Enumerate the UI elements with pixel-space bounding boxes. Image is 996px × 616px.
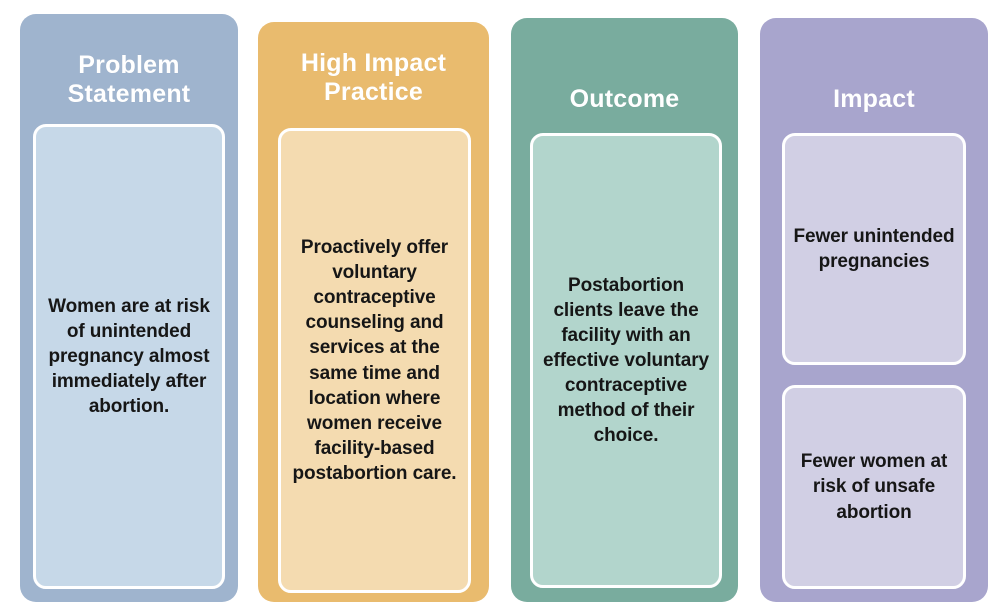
card-text: Fewer women at risk of unsafe abortion xyxy=(800,451,948,523)
card-text: Fewer unintended pregnancies xyxy=(793,225,955,272)
card-impact-1: Fewer unintended pregnancies xyxy=(782,133,966,365)
column-title-problem-statement: Problem Statement xyxy=(67,51,191,108)
column-high-impact-practice: High Impact Practice Proactively offer v… xyxy=(258,22,489,602)
column-impact: Impact Fewer unintended pregnancies Fewe… xyxy=(760,18,988,602)
card-text: Women are at risk of unintended pregnanc… xyxy=(48,295,210,418)
card-text: Proactively offer voluntary contraceptiv… xyxy=(292,237,457,484)
card-problem-statement-1: Women are at risk of unintended pregnanc… xyxy=(33,124,225,589)
column-title-outcome: Outcome xyxy=(569,85,680,113)
column-title-impact: Impact xyxy=(833,85,915,113)
column-outcome: Outcome Postabortion clients leave the f… xyxy=(511,18,738,602)
card-outcome-1: Postabortion clients leave the facility … xyxy=(530,133,722,588)
card-high-impact-practice-1: Proactively offer voluntary contraceptiv… xyxy=(278,128,471,593)
column-problem-statement: Problem Statement Women are at risk of u… xyxy=(20,14,238,602)
card-text: Postabortion clients leave the facility … xyxy=(543,274,709,447)
column-title-high-impact-practice: High Impact Practice xyxy=(300,49,447,106)
card-impact-2: Fewer women at risk of unsafe abortion xyxy=(782,385,966,589)
